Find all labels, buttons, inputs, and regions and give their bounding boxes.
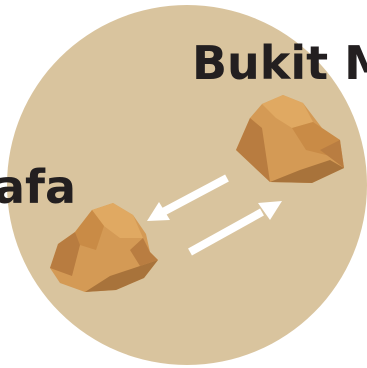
left-hill-label: afa [0, 160, 76, 214]
right-rock-icon [236, 95, 344, 183]
left-rock-icon [50, 203, 158, 292]
arrow-left-icon [147, 174, 229, 221]
arrow-right-icon [188, 201, 282, 256]
right-hill-label: Bukit M [192, 36, 367, 90]
